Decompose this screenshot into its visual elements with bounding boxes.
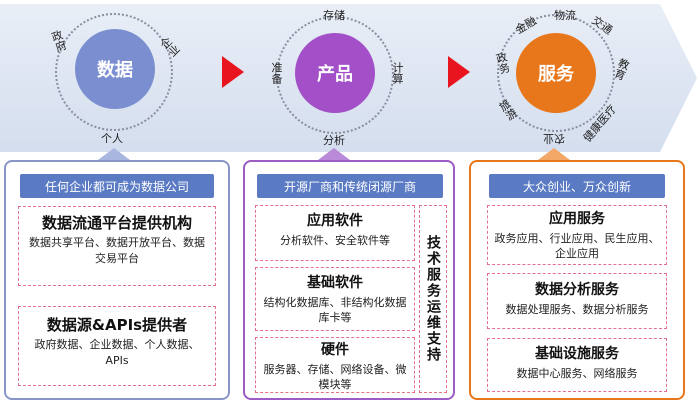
card-data-analysis-services: 数据分析服务 数据处理服务、数据分析服务 <box>487 273 667 329</box>
card-desc: 政府数据、企业数据、个人数据、APIs <box>34 338 200 367</box>
connector-middle-icon <box>318 148 350 160</box>
data-circle: 数据 <box>75 29 155 109</box>
connector-left-icon <box>98 148 130 160</box>
panel-vendors: 开源厂商和传统闭源厂商 应用软件 分析软件、安全软件等 基础软件 结构化数据库、… <box>243 160 455 400</box>
card-desc: 数据处理服务、数据分析服务 <box>505 303 649 316</box>
card-title: 应用软件 <box>307 213 363 229</box>
orbit-label-agriculture: 农业 <box>543 132 565 145</box>
card-data-source-apis: 数据源&APIs提供者 政府数据、企业数据、个人数据、APIs <box>18 306 216 386</box>
service-orbit-ring <box>497 14 615 132</box>
panel-services: 大众创业、万众创新 应用服务 政务应用、行业应用、民生应用、企业应用 数据分析服… <box>469 160 685 400</box>
panel-title: 开源厂商和传统闭源厂商 <box>257 174 443 198</box>
tech-support-label: 技术服务运维支持 <box>425 235 441 363</box>
service-circle: 服务 <box>516 33 596 113</box>
card-desc: 数据中心服务、网络服务 <box>516 367 638 380</box>
card-application-software: 应用软件 分析软件、安全软件等 <box>255 205 415 261</box>
card-title: 数据分析服务 <box>535 282 619 298</box>
card-desc: 结构化数据库、非结构化数据库卡等 <box>263 296 407 324</box>
card-title: 基础软件 <box>307 275 363 291</box>
card-desc: 政务应用、行业应用、民生应用、企业应用 <box>494 232 660 260</box>
connector-right-icon <box>538 148 570 160</box>
product-orbit-ring <box>276 16 394 134</box>
card-desc: 数据共享平台、数据开放平台、数据交易平台 <box>29 236 205 265</box>
card-title: 数据流通平台提供机构 <box>41 214 192 232</box>
card-title: 应用服务 <box>549 211 605 227</box>
product-circle-label: 产品 <box>317 64 353 85</box>
panel-data-companies: 任何企业都可成为数据公司 数据流通平台提供机构 数据共享平台、数据开放平台、数据… <box>4 160 230 400</box>
card-desc: 分析软件、安全软件等 <box>280 234 390 247</box>
card-title: 数据源&APIs提供者 <box>46 316 188 334</box>
data-orbit-ring <box>55 13 173 131</box>
card-base-software: 基础软件 结构化数据库、非结构化数据库卡等 <box>255 267 415 331</box>
panel-title: 任何企业都可成为数据公司 <box>20 174 214 198</box>
card-hardware: 硬件 服务器、存储、网络设备、微模块等 <box>255 337 415 393</box>
service-circle-label: 服务 <box>538 64 574 85</box>
orbit-label-storage: 存储 <box>323 9 345 22</box>
card-title: 基础设施服务 <box>535 346 619 362</box>
product-circle: 产品 <box>295 33 375 113</box>
data-circle-label: 数据 <box>97 60 133 81</box>
card-application-services: 应用服务 政务应用、行业应用、民生应用、企业应用 <box>487 205 667 265</box>
orbit-label-prepare: 准备 <box>270 62 283 84</box>
orbit-label-logistics: 物流 <box>554 9 576 22</box>
red-arrow-2-icon <box>448 56 470 88</box>
card-data-circulation-platform: 数据流通平台提供机构 数据共享平台、数据开放平台、数据交易平台 <box>18 206 216 286</box>
orbit-label-person: 个人 <box>101 132 123 145</box>
tech-support-side: 技术服务运维支持 <box>419 205 447 393</box>
orbit-label-analyze: 分析 <box>323 134 345 147</box>
card-infrastructure-services: 基础设施服务 数据中心服务、网络服务 <box>487 338 667 392</box>
red-arrow-1-icon <box>222 56 244 88</box>
card-desc: 服务器、存储、网络设备、微模块等 <box>263 363 407 391</box>
card-title: 硬件 <box>321 342 349 358</box>
panel-title: 大众创业、万众创新 <box>489 174 665 198</box>
orbit-label-compute: 计算 <box>391 62 404 84</box>
